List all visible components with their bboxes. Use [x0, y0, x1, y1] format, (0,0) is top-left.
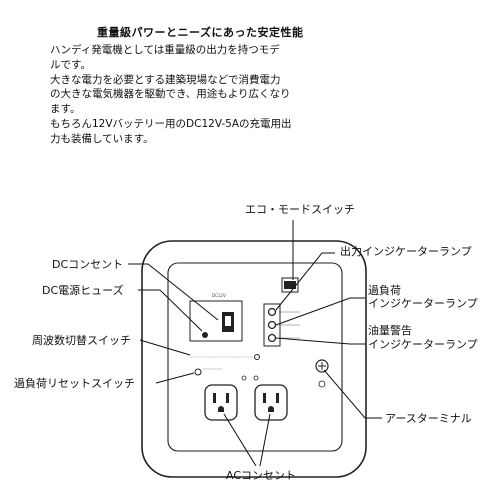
label-output-indicator: 出力インジケーターランプ	[340, 245, 472, 258]
overload-indicator-lamp	[267, 320, 277, 330]
label-eco-mode-switch: エコ・モードスイッチ	[245, 203, 355, 216]
leader-output-indicator	[275, 252, 335, 311]
label-dc-fuse: DC電源ヒューズ	[42, 284, 124, 297]
dc-fuse-knob	[202, 332, 208, 338]
description-line: ハンディ発電機としては重量級の出力を持つモデ	[50, 44, 280, 56]
ac-outlet-left	[204, 384, 238, 421]
label-overload-indicator: 過負荷	[368, 284, 401, 297]
leader-ac-left	[223, 413, 257, 467]
label-overload-indicator-sub: インジケーターランプ	[368, 297, 478, 310]
label-oil-warning: 油量警告	[368, 324, 412, 337]
frequency-switch	[254, 354, 260, 360]
label-oil-warning-sub: インジケーターランプ	[368, 338, 478, 351]
label-frequency-switch: 周波数切替スイッチ	[32, 334, 131, 347]
leader-dc-fuse	[138, 289, 203, 332]
description: ハンディ発電機としては重量級の出力を持つモデ ルです。 大きな電力を必要とする建…	[50, 43, 350, 147]
heading: 重量級パワーとニーズにあった安定性能	[97, 26, 304, 39]
leader-earth-terminal	[323, 369, 382, 419]
output-indicator-lamp	[267, 307, 277, 317]
oil-warning-lamp	[267, 333, 277, 343]
leader-dc-outlet	[128, 263, 219, 321]
svg-text:DC12V: DC12V	[212, 293, 226, 298]
ac-outlet-right	[254, 384, 288, 421]
leader-frequency	[139, 339, 191, 356]
label-earth-terminal: アースターミナル	[385, 412, 472, 425]
description-line: 大きな電力を必要とする建築現場などで消費電力	[50, 73, 281, 86]
overload-reset-switch	[194, 368, 202, 376]
leader-oil-warning	[275, 337, 365, 345]
description-line: ルです。	[50, 58, 91, 71]
leader-overload-indicator	[275, 297, 365, 326]
description-line: 力も装備しています。	[50, 132, 154, 145]
leader-overload-reset	[155, 372, 195, 384]
label-ac-outlet: ACコンセント	[226, 469, 297, 482]
leader-ac-right	[259, 413, 271, 467]
generator-housing	[141, 240, 367, 478]
description-line: もちろん12Vバッテリー用のDC12V-5Aの充電用出	[50, 117, 292, 130]
dc-module	[189, 300, 243, 342]
label-overload-reset: 過負荷リセットスイッチ	[14, 377, 135, 390]
control-panel	[167, 262, 343, 452]
label-dc-outlet: DCコンセント	[52, 258, 124, 271]
description-line: の大きな電気機器を駆動でき、用途もより広くなり	[50, 88, 291, 101]
description-line: ます。	[50, 103, 81, 116]
